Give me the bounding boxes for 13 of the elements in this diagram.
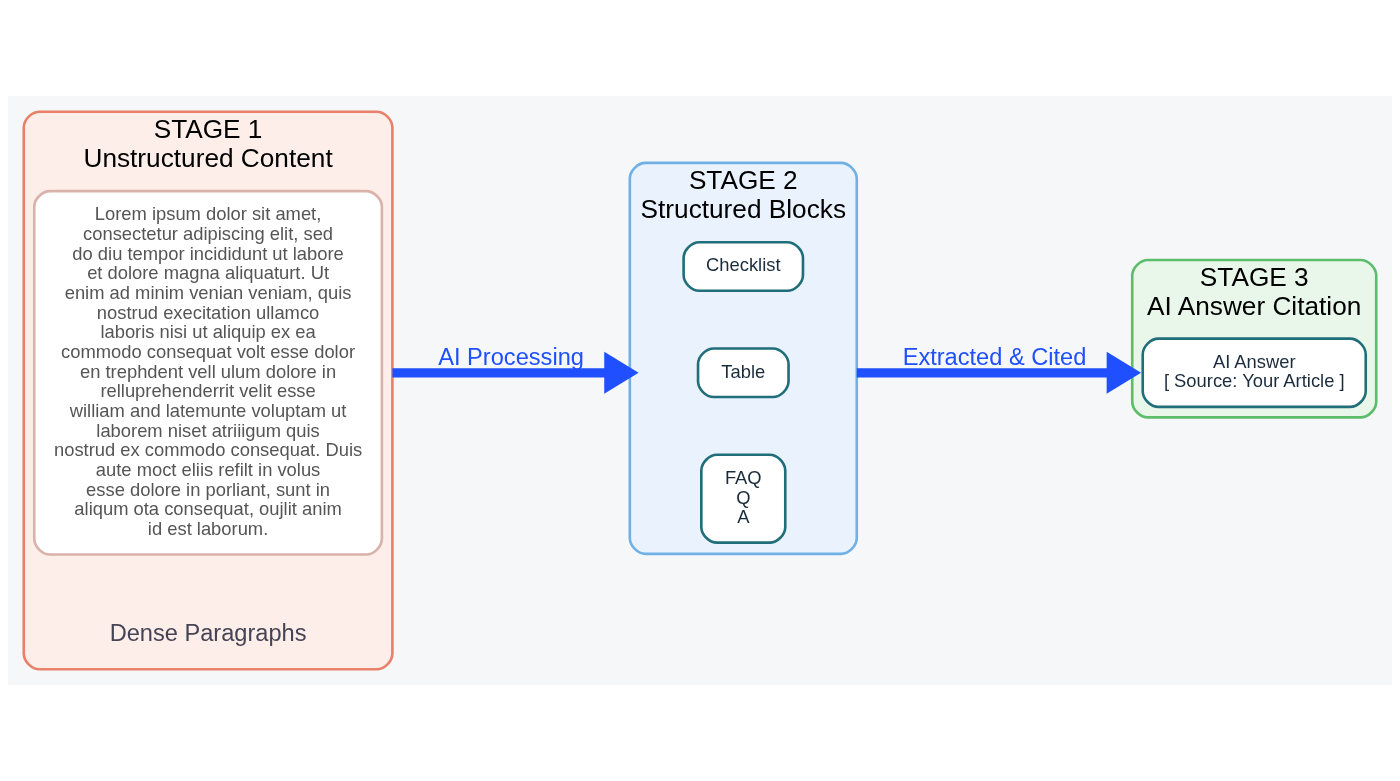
arrow xyxy=(392,351,639,394)
node-label: STAGE 2 xyxy=(688,165,798,196)
edge-label: AI Processing xyxy=(438,344,584,371)
node-label: Dense Paragraphs xyxy=(109,619,307,646)
node-box: Lorem ipsum dolor sit amet, consectetur adipiscing elit, sed do diu tempor incididunt ut labore et dolore magna aliquaturt. Ut enim ad minim venian veniam, quis nostrud execitation ullamco laboris nisi ut aliquip ex ea commodo consequat volt esse dolor en trephdent vell ulum dolore in relluprehenderrit velit esse william and latemunte voluptam ut laborem niset atriiigum quis nostrud ex commodo consequat. Duis aute moct eliis refilt in volus esse dolore in porliant, sunt in aliqum ota consequat, oujlit anim id est laborum. xyxy=(32,189,384,556)
edge-label: Extracted & Cited xyxy=(902,344,1087,371)
node-label: STAGE 3 xyxy=(1199,262,1309,293)
node-box: FAQ Q A xyxy=(700,453,787,544)
node-box: AI Answer [ Source: Your Article ] xyxy=(1141,337,1368,409)
node-box: Table xyxy=(696,347,790,399)
node-label: STAGE 1 xyxy=(153,113,263,144)
arrow xyxy=(856,351,1142,394)
node-box: Checklist xyxy=(682,240,805,293)
